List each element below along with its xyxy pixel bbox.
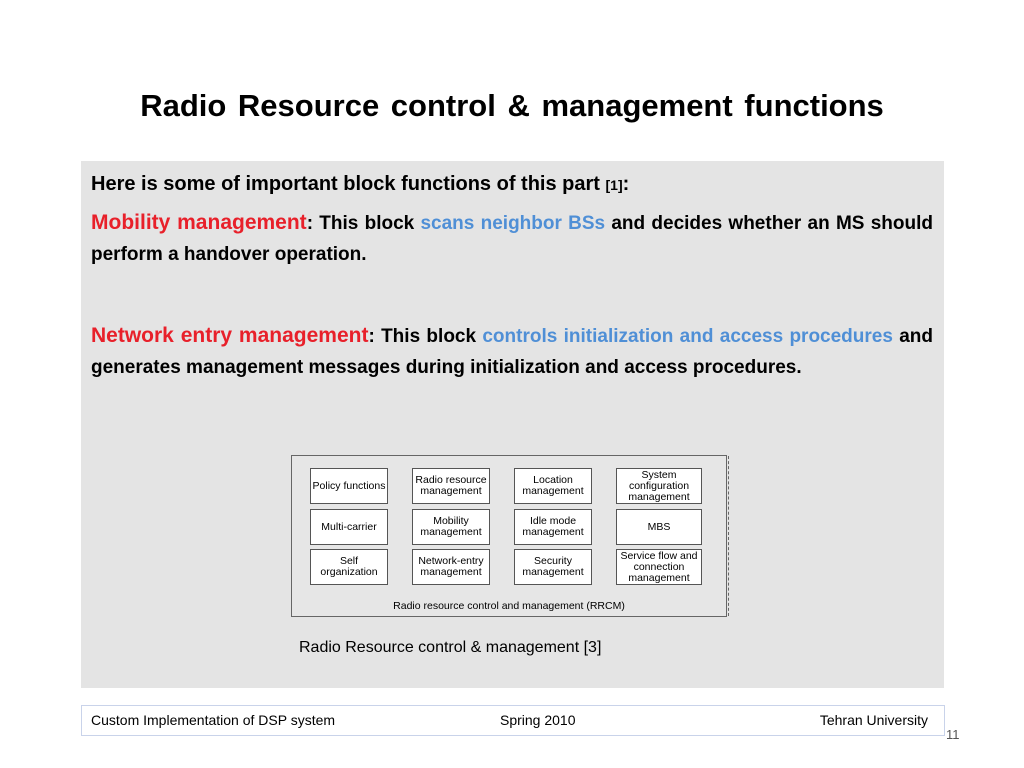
diagram-block: MBS <box>616 509 702 545</box>
figure-caption: Radio Resource control & management [3] <box>299 639 602 656</box>
network-entry-post: and generates management messages during… <box>91 326 933 378</box>
network-entry-colon: : <box>368 326 382 347</box>
slide-title: Radio Resource control & management func… <box>140 88 884 123</box>
diagram-block: Service flow and connection management <box>616 549 702 585</box>
page-number: 11 <box>946 727 960 742</box>
network-entry-highlight: controls initialization and access proce… <box>482 326 893 347</box>
footer-left: Custom Implementation of DSP system <box>91 712 336 728</box>
diagram-block: Security management <box>514 549 592 585</box>
diagram-dashed-edge <box>728 456 729 616</box>
diagram-block: Location management <box>514 468 592 504</box>
mobility-post: and decides whether an MS should perform… <box>91 213 933 265</box>
network-entry-pre: This block <box>381 326 483 347</box>
diagram-block: Policy functions <box>310 468 388 504</box>
footer-bar: Custom Implementation of DSP system Spri… <box>81 705 945 736</box>
footer-middle: Spring 2010 <box>500 712 576 728</box>
diagram-block: System configuration management <box>616 468 702 504</box>
diagram-block: Network-entry management <box>412 549 490 585</box>
mobility-highlight: scans neighbor BSs <box>420 213 606 234</box>
diagram-caption: Radio resource control and management (R… <box>393 600 625 612</box>
diagram-block: Idle mode management <box>514 509 592 545</box>
diagram-block: Multi-carrier <box>310 509 388 545</box>
content-box: Here is some of important block function… <box>81 161 944 688</box>
diagram-block: Radio resource management <box>412 468 490 504</box>
rrcm-diagram: Policy functions Radio resource manageme… <box>291 455 729 617</box>
mobility-paragraph: Mobility management: This block scans ne… <box>91 207 933 270</box>
intro-paragraph: Here is some of important block function… <box>91 169 933 201</box>
mobility-term: Mobility management <box>91 211 307 234</box>
intro-reference: [1] <box>605 177 623 193</box>
network-entry-term: Network entry management <box>91 324 369 347</box>
diagram-block: Mobility management <box>412 509 490 545</box>
intro-colon: : <box>622 173 630 195</box>
intro-text: Here is some of important block function… <box>91 173 606 195</box>
mobility-colon: : <box>306 213 320 234</box>
footer-right: Tehran University <box>819 712 928 728</box>
mobility-pre: This block <box>319 213 421 234</box>
diagram-block: Self organization <box>310 549 388 585</box>
network-entry-paragraph: Network entry management: This block con… <box>91 320 933 383</box>
